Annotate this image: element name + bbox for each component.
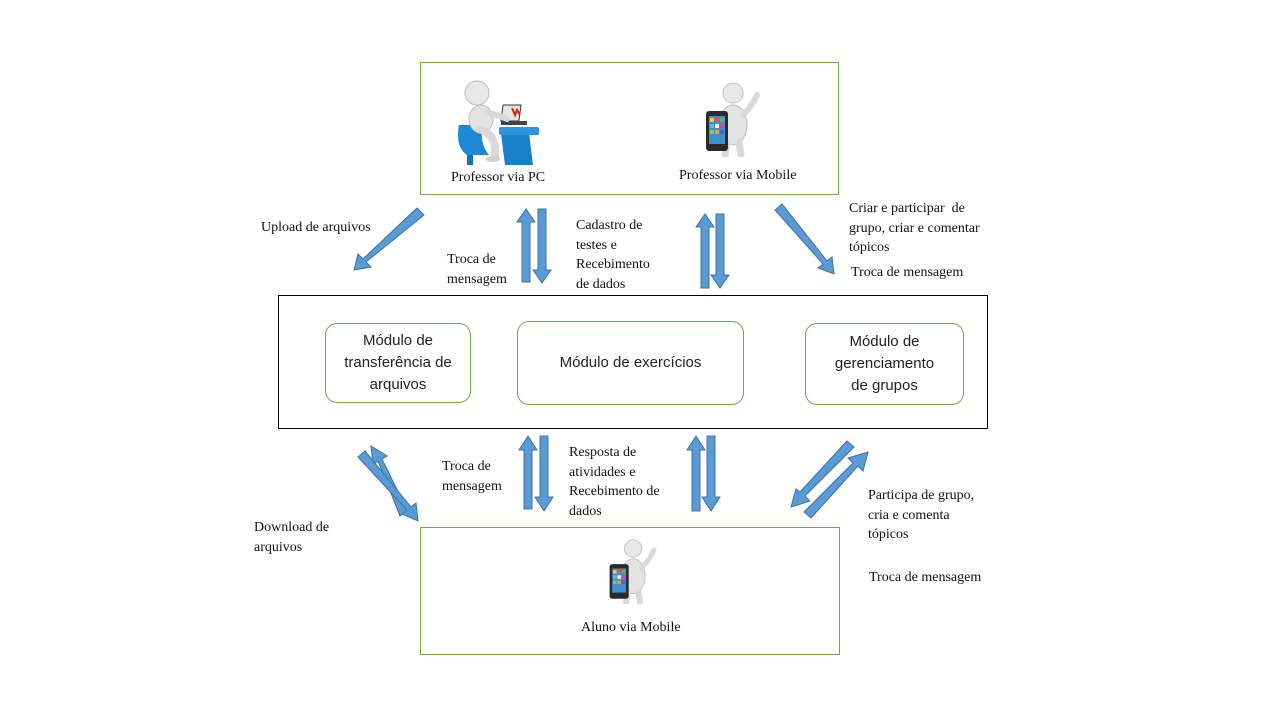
participa-line3: tópicos xyxy=(868,527,909,542)
arrow-down-2 xyxy=(710,213,730,289)
download-arrow-down xyxy=(357,450,419,522)
person-at-laptop-icon xyxy=(458,80,539,165)
troca-mensagem-top: Troca de mensagem xyxy=(447,250,507,289)
professor-box: Professor via PC Professor via Mobile xyxy=(420,62,839,195)
person-with-phone-icon xyxy=(609,539,657,604)
person-with-phone-icon xyxy=(706,82,760,157)
participa-arrow-down xyxy=(790,440,855,508)
participa-arrow-up xyxy=(803,451,869,519)
arrow-up-1 xyxy=(516,208,536,283)
arrow-down-4 xyxy=(701,435,721,512)
arrow-up-3 xyxy=(518,435,538,510)
troca-top-line1: Troca de xyxy=(447,252,496,267)
cadastro-line4: de dados xyxy=(576,276,626,292)
arrow-down-1 xyxy=(532,208,552,284)
criar-line2: grupo, criar e comentar xyxy=(849,220,980,236)
criar-line1: Criar e participar de xyxy=(849,201,965,216)
arrow-down-3 xyxy=(534,435,554,512)
download-line2: arquivos xyxy=(254,539,303,555)
professor-pc-label: Professor via PC xyxy=(451,170,546,185)
module-file-transfer-line2: transferência de xyxy=(344,354,452,371)
module-file-transfer-line3: arquivos xyxy=(369,376,427,393)
cadastro-line3: Recebimento xyxy=(576,257,650,272)
troca-top-line2: mensagem xyxy=(447,271,507,287)
module-groups-line1: Módulo de xyxy=(849,333,920,350)
aluno-box: Aluno via Mobile xyxy=(420,527,840,655)
upload-arrow xyxy=(353,207,425,271)
module-groups: Módulo de gerenciamento de grupos xyxy=(805,323,964,405)
arrow-up-2 xyxy=(695,213,715,289)
download-label: Download de arquivos xyxy=(254,518,329,557)
module-exercises-label: Módulo de exercícios xyxy=(559,354,702,371)
aluno-mobile-label: Aluno via Mobile xyxy=(581,620,681,635)
troca-right-bottom-label: Troca de mensagem xyxy=(869,570,982,585)
criar-line3: tópicos xyxy=(849,240,890,255)
upload-label: Upload de arquivos xyxy=(261,220,371,235)
module-groups-line2: gerenciamento xyxy=(834,355,935,372)
cadastro-line1: Cadastro de xyxy=(576,218,643,233)
troca-bottom-line2: mensagem xyxy=(442,478,502,494)
troca-bottom-line1: Troca de xyxy=(442,459,491,474)
cadastro-label: Cadastro de testes e Recebimento de dado… xyxy=(576,216,650,294)
module-exercises: Módulo de exercícios xyxy=(517,321,744,405)
module-groups-line3: de grupos xyxy=(851,377,918,394)
criar-label: Criar e participar de grupo, criar e com… xyxy=(849,199,980,258)
professor-mobile-label: Professor via Mobile xyxy=(679,168,797,183)
resposta-label: Resposta de atividades e Recebimento de … xyxy=(569,443,660,521)
cadastro-line2: testes e xyxy=(576,237,617,253)
download-line1: Download de xyxy=(254,520,330,535)
criar-arrow xyxy=(774,203,835,275)
participa-line2: cria e comenta xyxy=(868,507,950,523)
resposta-line1: Resposta de xyxy=(569,445,637,460)
resposta-line3: Recebimento de xyxy=(569,484,660,499)
modules-box: Módulo de transferência de arquivos Módu… xyxy=(278,295,988,429)
troca-right-top-label: Troca de mensagem xyxy=(851,265,964,280)
module-file-transfer: Módulo de transferência de arquivos xyxy=(325,323,471,403)
arrow-up-4 xyxy=(686,435,706,512)
participa-line1: Participa de grupo, xyxy=(868,488,975,503)
module-file-transfer-line1: Módulo de xyxy=(362,332,434,349)
participa-label: Participa de grupo, cria e comenta tópic… xyxy=(868,486,974,545)
resposta-line4: dados xyxy=(569,503,602,519)
resposta-line2: atividades e xyxy=(569,464,636,480)
troca-mensagem-bottom: Troca de mensagem xyxy=(442,457,502,496)
